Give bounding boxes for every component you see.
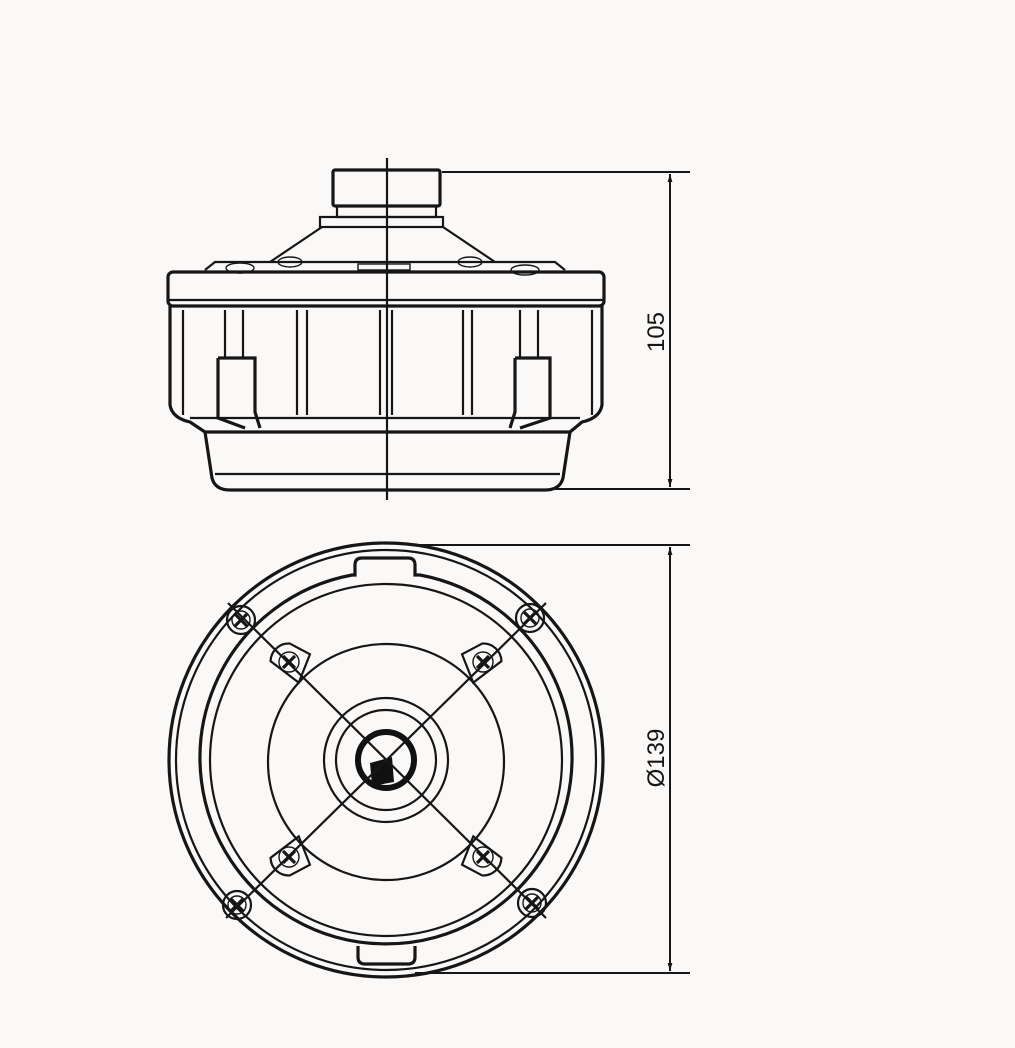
bottom-view: [167, 541, 605, 979]
height-dimension: 105: [442, 171, 690, 490]
screw-icon: [269, 834, 312, 877]
flange: [318, 215, 445, 229]
screw-icon: [460, 642, 503, 685]
throat-opening: [355, 729, 417, 791]
outer-rim: [167, 541, 605, 979]
bottom-notch: [356, 946, 417, 966]
cone: [269, 226, 496, 263]
throat-inner: [334, 708, 438, 812]
outer-screws: [221, 602, 548, 921]
height-label: 105: [643, 312, 670, 352]
outer-rim-inner: [174, 548, 598, 972]
screw-icon: [225, 604, 257, 636]
terminal: [357, 263, 411, 271]
screw-icon: [221, 889, 253, 921]
side-view: [166, 158, 606, 500]
screw-icon: [514, 602, 546, 634]
diagonal-line: [225, 602, 547, 919]
throat-outer: [322, 696, 450, 824]
inner-ring: [208, 582, 564, 938]
clips: [216, 356, 552, 430]
magnet-ring: [266, 642, 506, 882]
screw-icon: [516, 887, 548, 919]
screw-icon: [269, 642, 312, 685]
screw-icon: [460, 834, 503, 877]
body-outline: [168, 306, 604, 434]
screw-head: [510, 264, 540, 276]
terminal-block: [370, 757, 394, 786]
body-inner: [181, 310, 594, 420]
diameter-label: Ø139: [643, 729, 670, 788]
screw-head: [277, 256, 303, 268]
screw-head: [457, 256, 483, 268]
inner-screws: [269, 642, 503, 877]
base: [203, 430, 572, 492]
diameter-dimension: Ø139: [415, 544, 690, 974]
notched-ring: [198, 556, 574, 946]
top-plate: [204, 260, 566, 271]
body-ribs: [223, 310, 540, 415]
